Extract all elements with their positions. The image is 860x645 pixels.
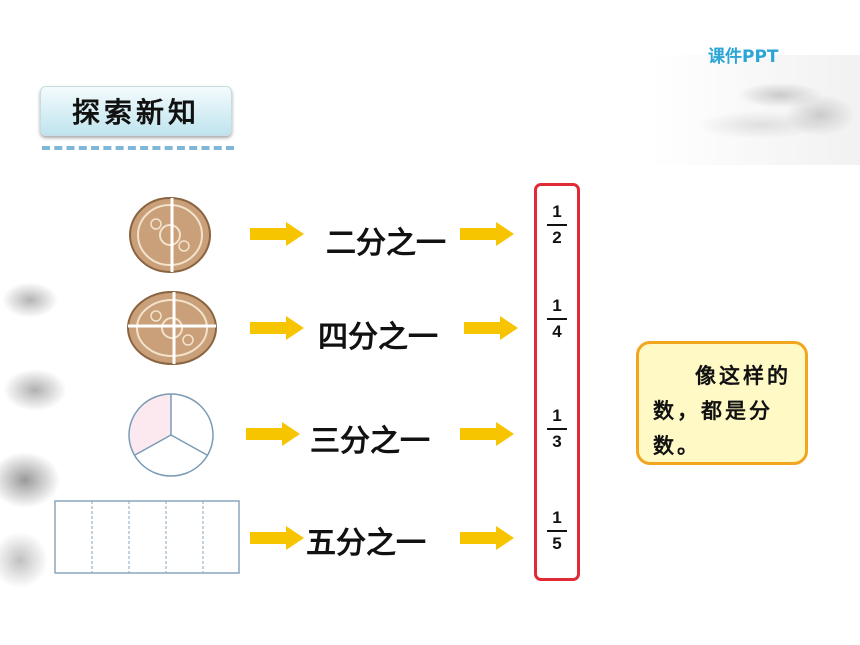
denominator: 3: [552, 432, 562, 451]
fraction-row-quarter: 四分之一: [0, 290, 860, 365]
fraction-quarter: 1 4: [537, 296, 577, 342]
numerator: 1: [552, 296, 562, 315]
cake-quarters-image: [127, 291, 217, 365]
numerator: 1: [552, 508, 562, 527]
arrow-icon: [250, 222, 304, 246]
fraction-name: 五分之一: [306, 526, 426, 561]
brand-label: 课件PPT: [708, 47, 779, 67]
arrow-icon: [460, 422, 514, 446]
arrow-icon: [250, 526, 304, 550]
fraction-name: 四分之一: [318, 320, 438, 355]
arrow-icon: [464, 316, 518, 340]
fraction-bar: [547, 318, 567, 320]
fraction-fifth: 1 5: [537, 508, 577, 554]
denominator: 5: [552, 534, 562, 553]
fraction-row-third: 三分之一: [0, 392, 860, 477]
denominator: 4: [552, 322, 562, 341]
fraction-row-fifth: 五分之一: [0, 500, 860, 574]
section-title: 探索新知: [40, 86, 232, 136]
circle-thirds-image: [128, 393, 214, 477]
fraction-bar: [547, 224, 567, 226]
arrow-icon: [460, 526, 514, 550]
fraction-name: 三分之一: [310, 424, 430, 459]
denominator: 2: [552, 228, 562, 247]
ink-landscape-decoration: [650, 55, 860, 165]
numerator: 1: [552, 202, 562, 221]
fraction-bar: [547, 530, 567, 532]
definition-note: 像这样的数，都是分数。: [636, 341, 808, 465]
rectangle-fifths-image: [54, 500, 240, 574]
arrow-icon: [246, 422, 300, 446]
fraction-bar: [547, 428, 567, 430]
arrow-icon: [250, 316, 304, 340]
arrow-icon: [460, 222, 514, 246]
fraction-column: 1 2 1 4 1 3 1 5: [534, 183, 580, 581]
fraction-half: 1 2: [537, 202, 577, 248]
cake-halves-image: [129, 197, 211, 273]
fraction-name: 二分之一: [326, 226, 446, 261]
fraction-row-half: 二分之一: [0, 196, 860, 273]
fraction-third: 1 3: [537, 406, 577, 452]
title-dashed-underline: [42, 146, 234, 150]
numerator: 1: [552, 406, 562, 425]
